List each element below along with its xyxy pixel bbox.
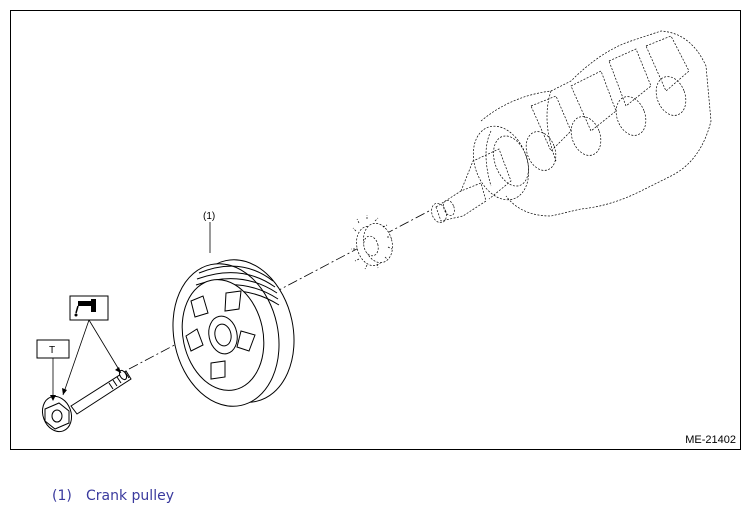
torque-label: T — [49, 345, 55, 356]
oil-can-icon — [69, 295, 109, 321]
legend-item-number: (1) — [52, 488, 72, 504]
crank-sprocket — [351, 215, 393, 270]
legend: (1) Crank pulley — [52, 488, 174, 504]
crankshaft — [431, 30, 712, 224]
torque-box: T — [36, 339, 70, 359]
oil-leader-line-b — [88, 319, 122, 374]
legend-item-label: Crank pulley — [86, 488, 174, 504]
crank-pulley-bolt[interactable] — [38, 369, 132, 436]
pulley-callout: (1) — [203, 211, 215, 222]
figure-frame: (1) T ME-21402 — [10, 10, 741, 450]
figure-code: ME-21402 — [685, 434, 736, 446]
torque-arrow — [50, 395, 56, 401]
oil-arrow-a — [62, 388, 67, 395]
crank-pulley[interactable] — [160, 250, 307, 416]
oil-leader-line-a — [62, 319, 90, 396]
oil-arrow-b — [115, 367, 121, 373]
exploded-view-drawing: (1) T — [36, 30, 712, 436]
